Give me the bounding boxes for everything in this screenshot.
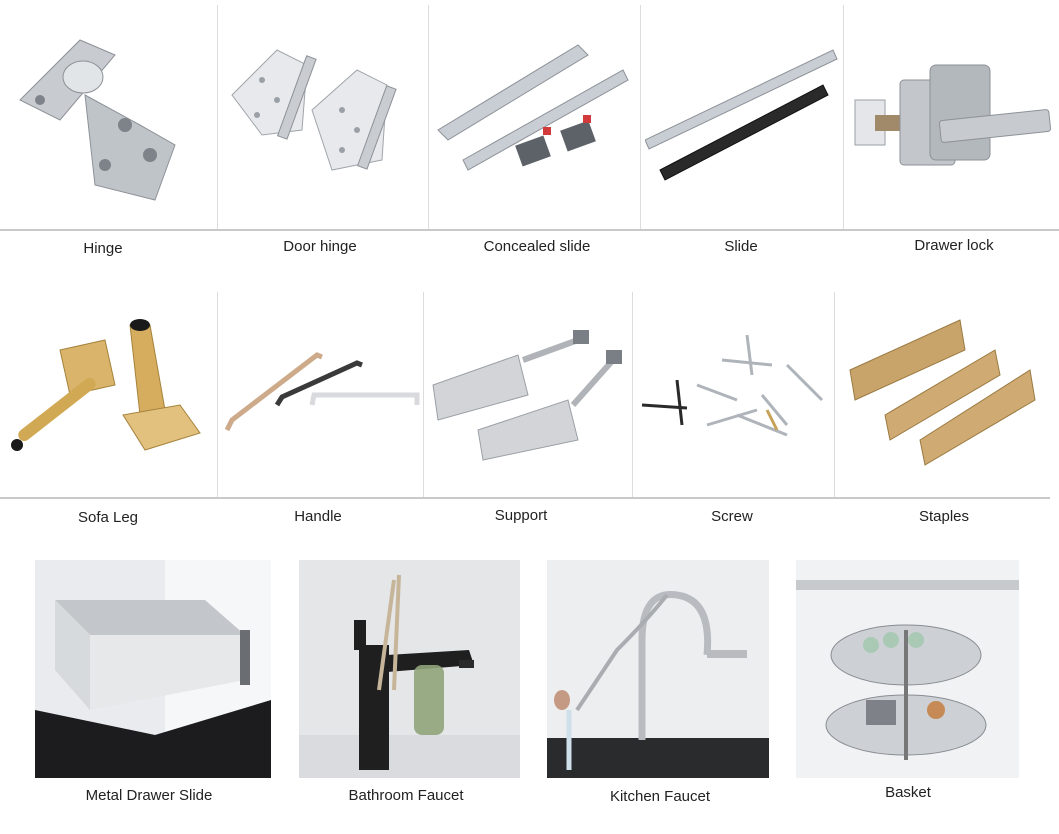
basket-photo[interactable] [796,560,1019,778]
product-label: Metal Drawer Slide [85,787,213,804]
sofa-leg-icon[interactable] [5,315,210,465]
product-label: Bathroom Faucet [348,787,464,804]
product-label: Screw [711,508,753,525]
drawer-lock-icon[interactable] [850,60,1055,180]
product-label: Slide [724,238,758,255]
divider [640,5,641,229]
divider [834,292,835,497]
divider [217,292,218,497]
row-1-baseline [0,229,1059,231]
divider [428,5,429,229]
product-label: Sofa Leg [77,509,139,526]
row-2-baseline [0,497,1050,499]
handle-icon[interactable] [222,345,422,440]
support-icon[interactable] [428,325,628,465]
product-label: Kitchen Faucet [609,788,711,805]
divider [843,5,844,229]
product-label: Basket [885,784,931,801]
product-label: Drawer lock [914,237,994,254]
product-label: Handle [294,508,342,525]
metal-drawer-slide-photo[interactable] [35,560,271,778]
divider [217,5,218,229]
product-label: Door hinge [283,238,357,255]
kitchen-faucet-photo[interactable] [547,560,769,778]
slide-icon[interactable] [645,45,840,185]
product-label: Support [494,507,548,524]
door-hinge-icon[interactable] [222,40,422,180]
concealed-slide-icon[interactable] [433,35,633,195]
divider [423,292,424,497]
staples-icon[interactable] [845,315,1040,470]
product-label: Staples [918,508,970,525]
product-label: Concealed slide [483,238,591,255]
product-label: Hinge [83,240,123,257]
bathroom-faucet-photo[interactable] [299,560,520,778]
hinge-icon[interactable] [5,15,205,210]
divider [632,292,633,497]
screw-icon[interactable] [637,330,832,450]
